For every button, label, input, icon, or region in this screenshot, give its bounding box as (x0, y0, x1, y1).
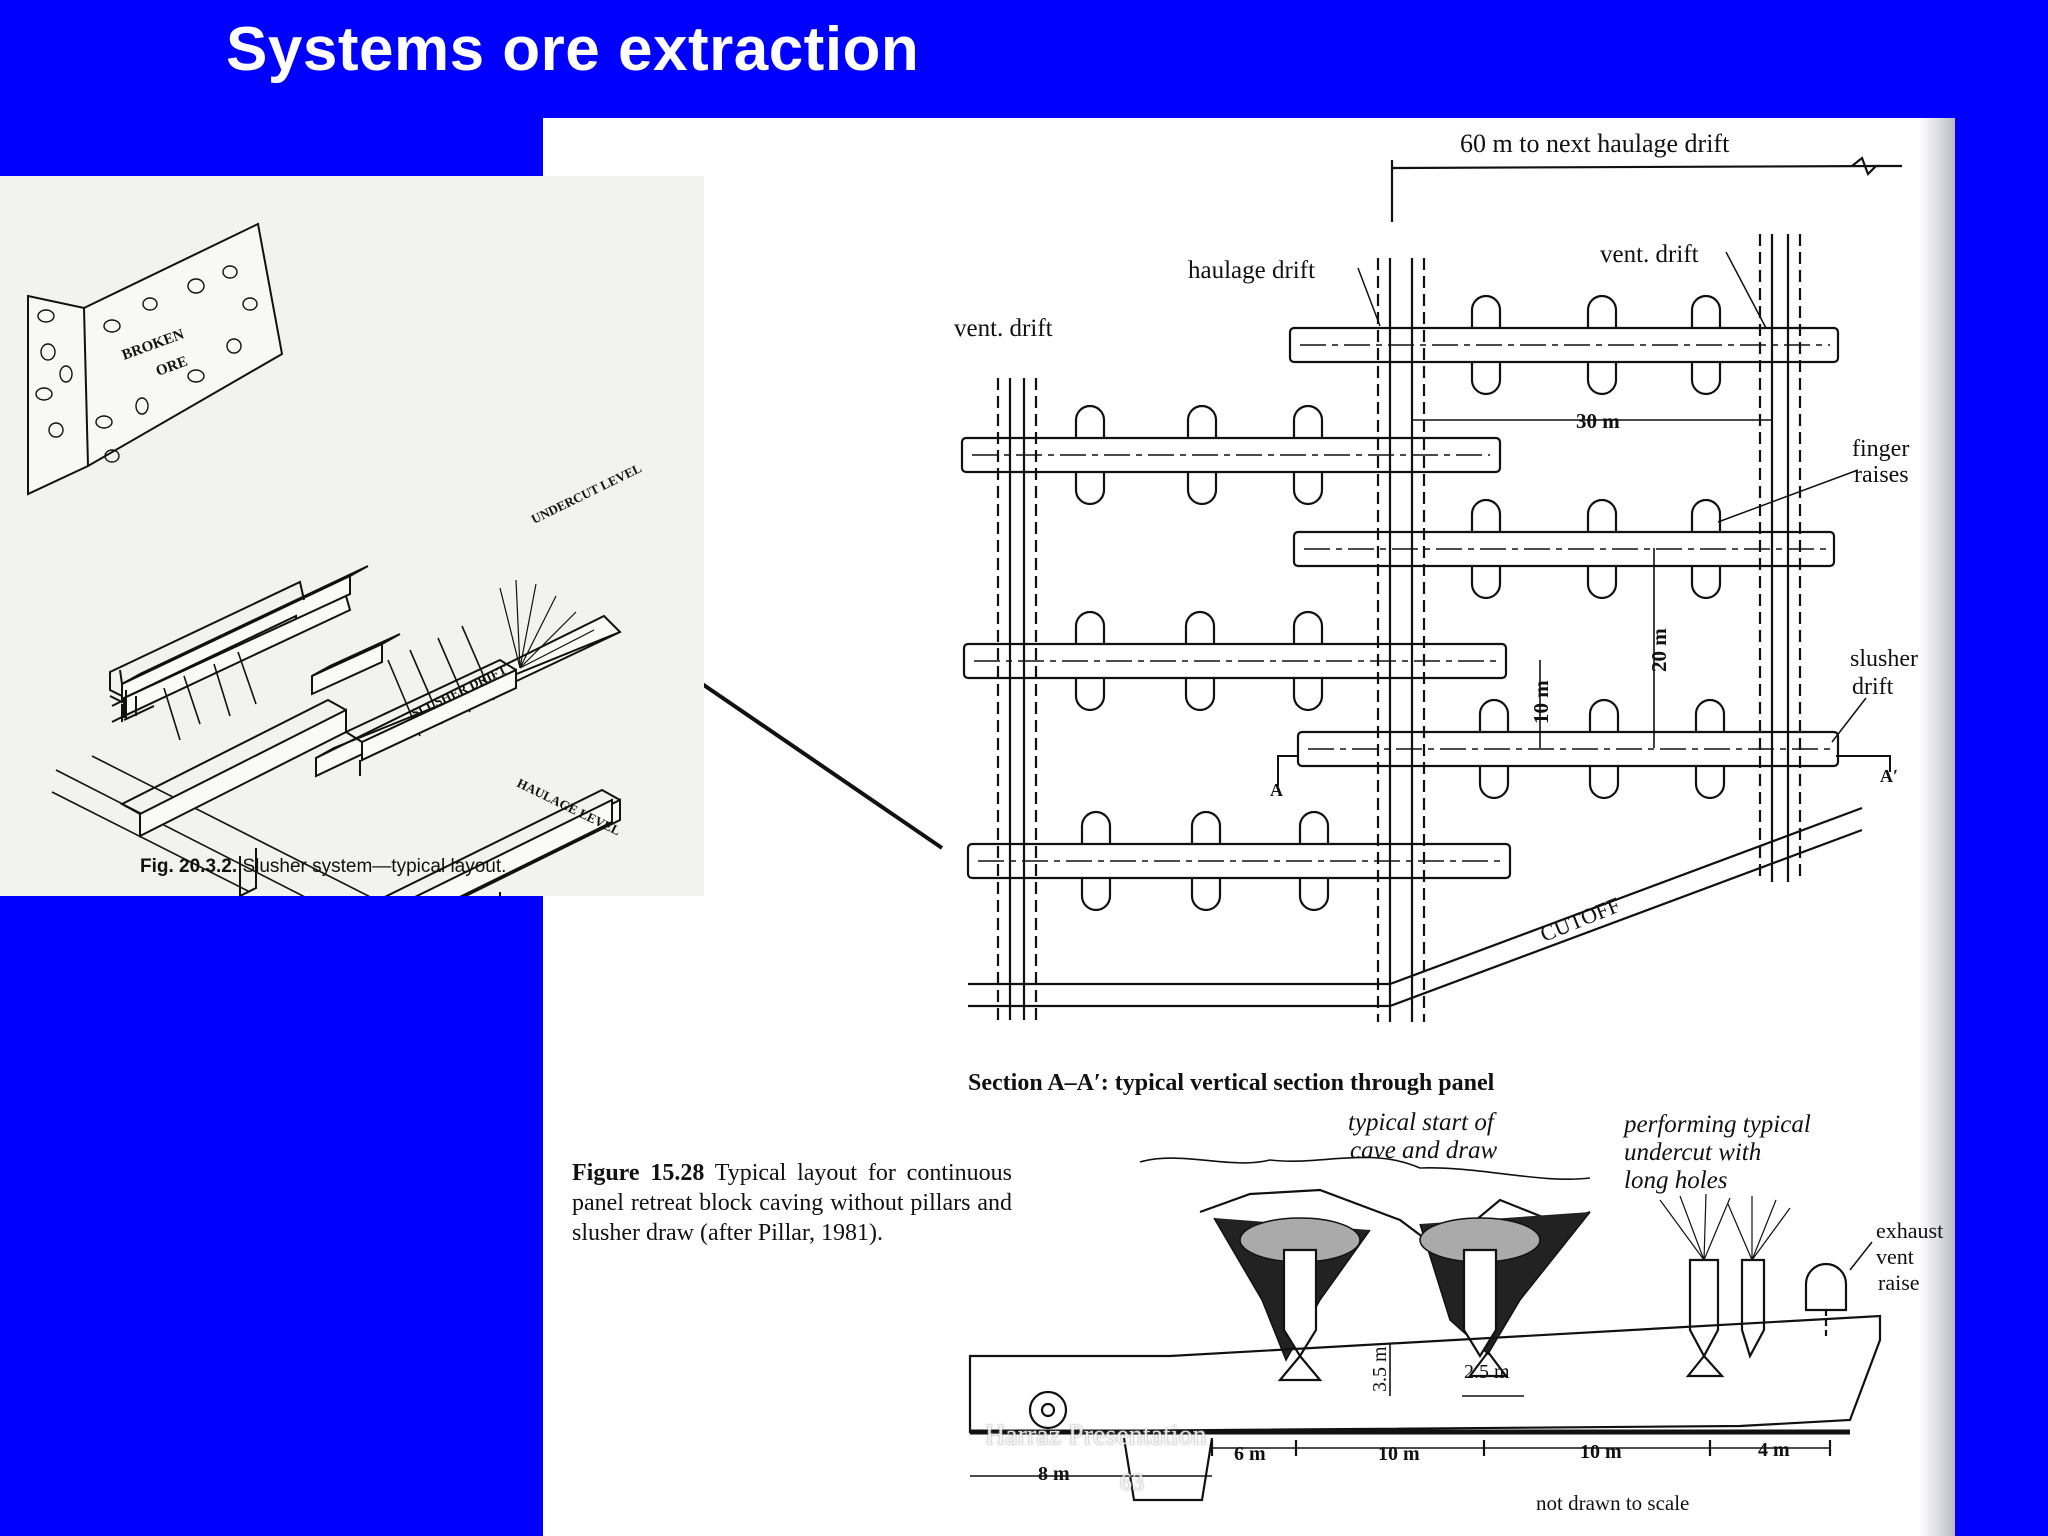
page-number: 63 (1120, 1470, 1144, 1496)
label-dim-6m: 6 m (1234, 1443, 1266, 1465)
left-figure-caption-number: Fig. 20.3.2. (140, 856, 238, 877)
label-undercut-1: performing typical (1622, 1111, 1811, 1138)
label-dim-2-5m: 2.5 m (1464, 1361, 1510, 1383)
label-next-haulage: 60 m to next haulage drift (1460, 129, 1730, 158)
label-slusher-drift-1: slusher (1850, 646, 1918, 672)
label-haulage-drift: haulage drift (1188, 257, 1315, 284)
label-undercut-level: UNDERCUT LEVEL (529, 460, 644, 527)
label-start-cave-1: typical start of (1348, 1109, 1497, 1136)
slusher-row-r2 (1292, 498, 1836, 600)
label-start-cave-2: cave and draw (1350, 1137, 1498, 1164)
label-dim-3-5m: 3.5 m (1369, 1346, 1391, 1392)
slusher-row-l3 (966, 810, 1512, 912)
label-exhaust-2: vent (1876, 1244, 1914, 1269)
label-vent-drift-left: vent. drift (954, 315, 1053, 342)
figure-caption-text: Typical layout for continuous panel retr… (572, 1160, 1012, 1246)
label-finger-raises-2: raises (1854, 462, 1909, 488)
label-vent-drift-right: vent. drift (1600, 241, 1699, 268)
slusher-row-r3 (1296, 698, 1840, 800)
figure-caption: Figure 15.28 Typical layout for continuo… (572, 1158, 1012, 1248)
label-dim-10m-b: 10 m (1580, 1441, 1622, 1463)
left-figure-caption-text: Slusher system—typical layout. (242, 856, 507, 877)
slusher-system-figure: BROKEN ORE UNDERCUT LEVEL SLUSHER DRIFT … (0, 176, 704, 896)
label-finger-raises-1: finger (1852, 436, 1909, 462)
label-dim-20m: 20 m (1647, 628, 1671, 672)
label-dim-30m: 30 m (1576, 409, 1620, 433)
label-exhaust-3: raise (1878, 1270, 1920, 1295)
scan-edge-shadow (1919, 118, 1955, 1536)
label-undercut-2: undercut with (1624, 1139, 1761, 1166)
slusher-row-l1 (960, 404, 1502, 506)
label-section-a: A (1270, 780, 1283, 800)
left-figure-caption: Fig. 20.3.2. Slusher system—typical layo… (140, 856, 506, 878)
label-section-a-prime: A′ (1880, 766, 1898, 786)
label-not-to-scale: not drawn to scale (1536, 1491, 1689, 1515)
label-slusher-drift-2: drift (1852, 674, 1894, 700)
label-dim-4m: 4 m (1758, 1439, 1790, 1461)
slusher-row-l2 (962, 610, 1508, 712)
label-dim-8m: 8 m (1038, 1463, 1070, 1485)
figure-caption-number: Figure 15.28 (572, 1160, 705, 1186)
slusher-system-drawing: BROKEN ORE UNDERCUT LEVEL SLUSHER DRIFT … (27, 222, 644, 896)
footer-text: Harraz Presentation (985, 1420, 1207, 1451)
slide-title: Systems ore extraction (226, 15, 920, 84)
label-exhaust-1: exhaust (1876, 1218, 1943, 1243)
label-dim-10m: 10 m (1529, 680, 1553, 724)
label-undercut-3: long holes (1624, 1167, 1727, 1194)
block-caving-figure-panel (543, 118, 1955, 1536)
label-dim-10m-a: 10 m (1378, 1443, 1420, 1465)
slusher-row-r1 (1288, 294, 1840, 396)
label-cutoff: CUTOFF (1537, 892, 1624, 947)
section-heading: Section A–A′: typical vertical section t… (968, 1070, 1495, 1096)
dim-line-60m (1391, 164, 1881, 170)
